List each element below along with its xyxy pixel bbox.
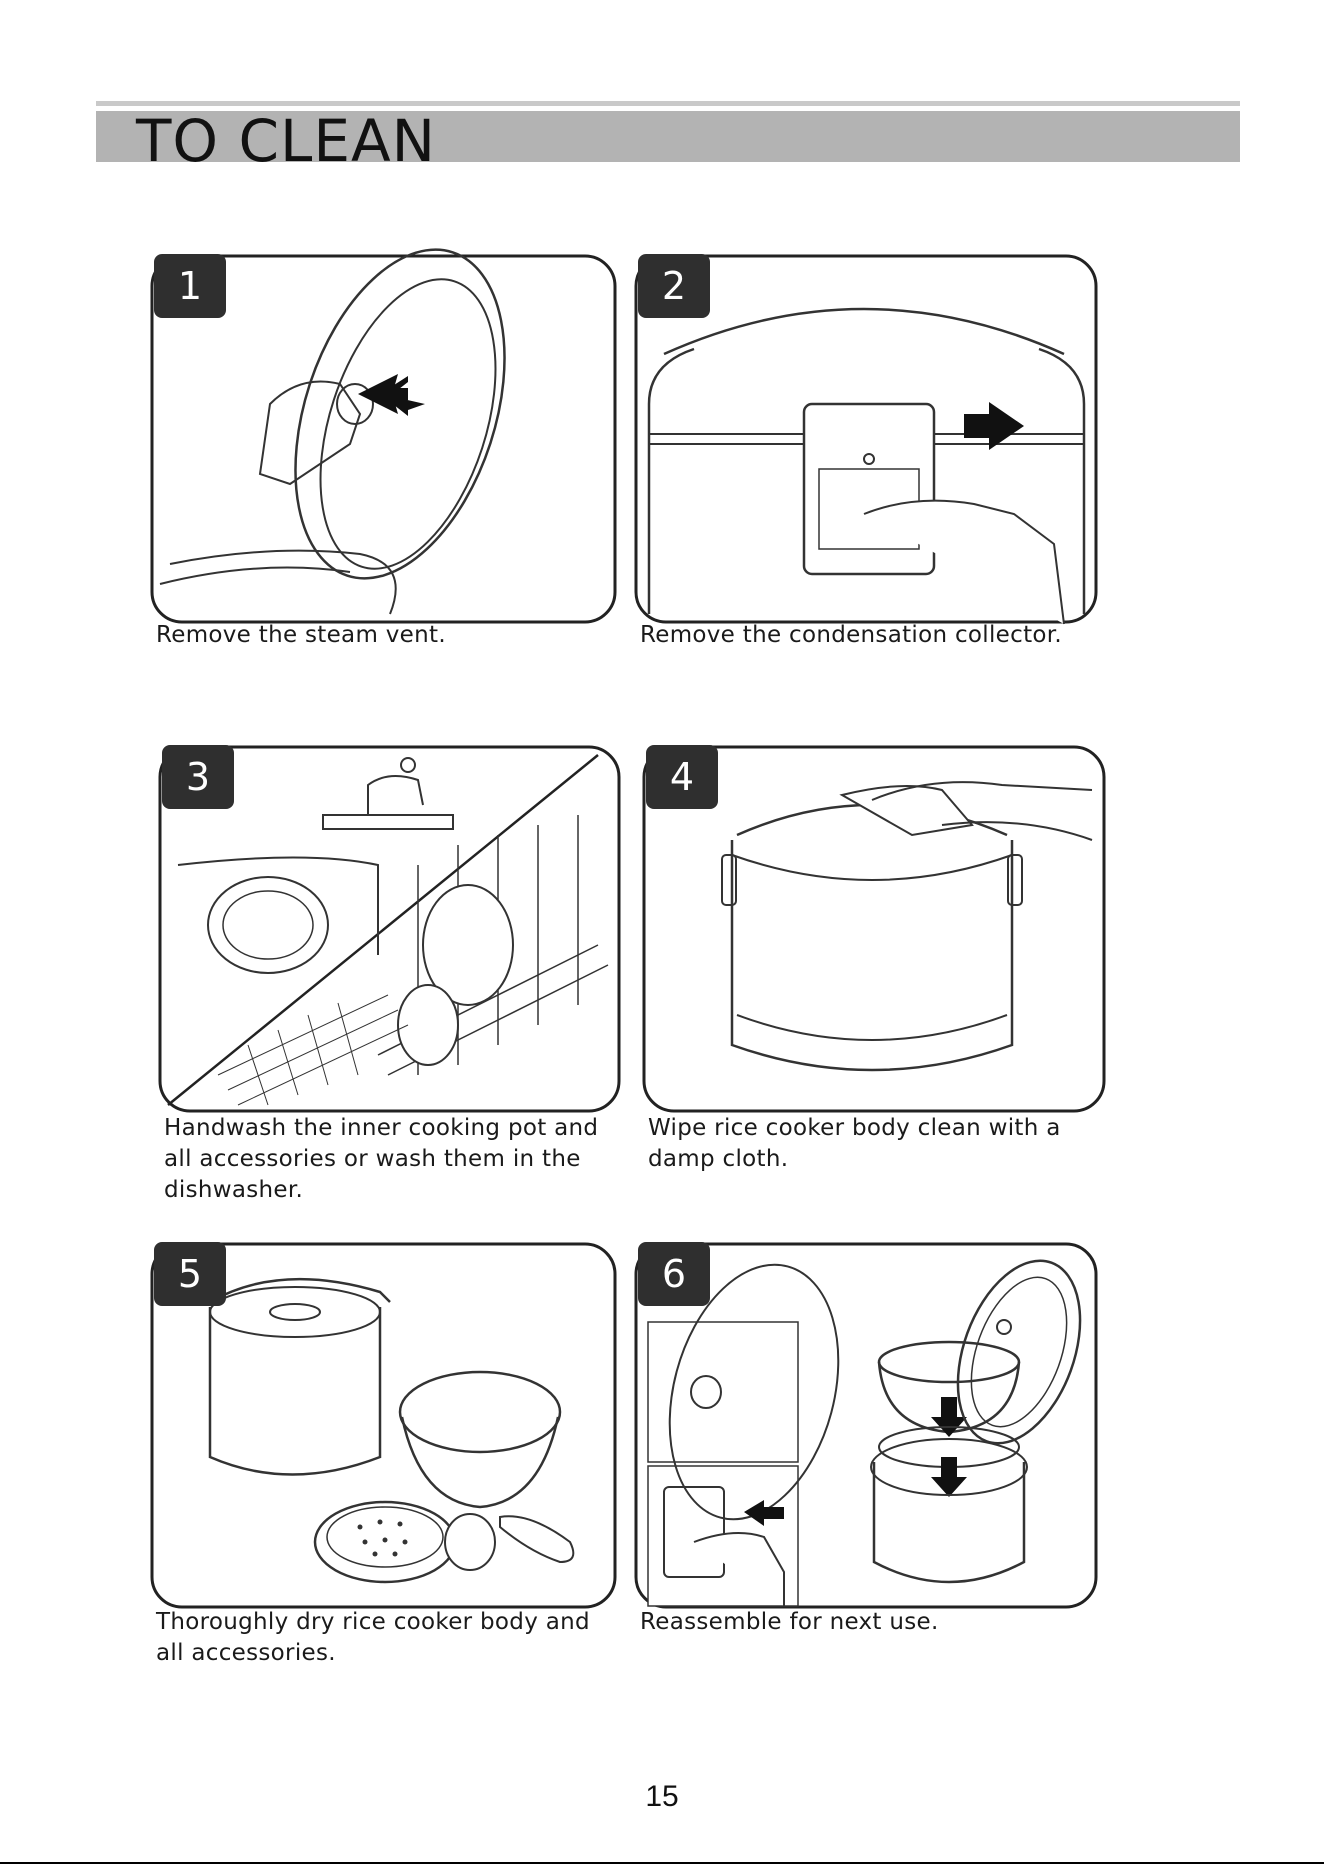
step-panel-6: 6 [634,1242,1098,1609]
page-title: TO CLEAN [136,107,436,175]
step-number-2: 2 [638,254,710,318]
step-panel-2: 2 [634,254,1098,624]
step-number-3: 3 [162,745,234,809]
footer-rule [0,1862,1324,1864]
step-caption-2: Remove the condensation collector. [640,620,1110,651]
step-number-4: 4 [646,745,718,809]
step-caption-1: Remove the steam vent. [156,620,616,651]
step-number-5: 5 [154,1242,226,1306]
step-number-1: 1 [154,254,226,318]
step-number-6: 6 [638,1242,710,1306]
step-caption-3: Handwash the inner cooking pot and all a… [164,1113,604,1206]
header-rule [96,101,1240,106]
step-caption-5: Thoroughly dry rice cooker body and all … [156,1607,596,1669]
step-panel-4: 4 [642,745,1106,1113]
page-number: 15 [0,1780,1324,1814]
step-panel-1: 1 [150,254,617,624]
step-caption-6: Reassemble for next use. [640,1607,1080,1638]
section-header: TO CLEAN [96,111,1240,162]
step-panel-3: 3 [158,745,621,1113]
step-panel-5: 5 [150,1242,617,1609]
step-caption-4: Wipe rice cooker body clean with a damp … [648,1113,1068,1175]
